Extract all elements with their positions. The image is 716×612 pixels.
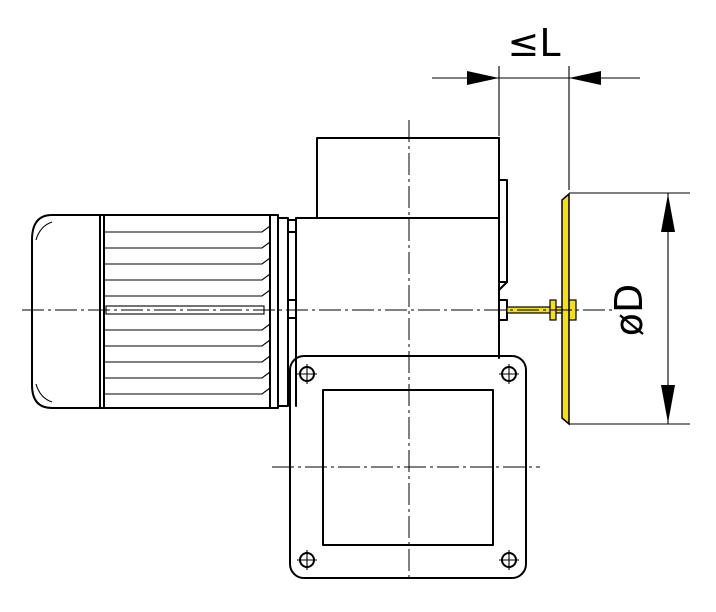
cooling-fin (104, 323, 271, 331)
length-dimension: ≤L (432, 21, 640, 190)
impeller-assembly (506, 192, 577, 426)
bolt-hole-bottom-left (297, 550, 317, 570)
bolt-hole-bottom-right (499, 550, 519, 570)
cooling-fin (104, 241, 271, 249)
bolt-hole-top-left (297, 364, 317, 384)
blower-housing (295, 137, 508, 407)
center-lines (22, 120, 612, 580)
cooling-fin (104, 371, 271, 379)
motor-flange (277, 217, 289, 407)
diameter-dimension: øD (569, 192, 690, 425)
motor-body (99, 214, 279, 409)
impeller-disc (561, 192, 570, 426)
bolt-hole-top-right (499, 364, 519, 384)
cooling-fin (104, 257, 271, 265)
housing-top-block (316, 137, 500, 219)
cooling-fin (104, 225, 271, 233)
length-dimension-label: ≤L (507, 21, 560, 65)
diameter-dimension-label: øD (607, 284, 651, 337)
cooling-fin (104, 387, 271, 395)
cooling-fin (104, 339, 271, 347)
housing-side-plate (498, 179, 508, 283)
motor-end-cap (31, 214, 101, 409)
cooling-fin (104, 289, 271, 297)
cooling-fin (104, 273, 271, 281)
motor-cooling-fins (104, 225, 271, 395)
cooling-fin (104, 355, 271, 363)
motor (31, 214, 297, 409)
